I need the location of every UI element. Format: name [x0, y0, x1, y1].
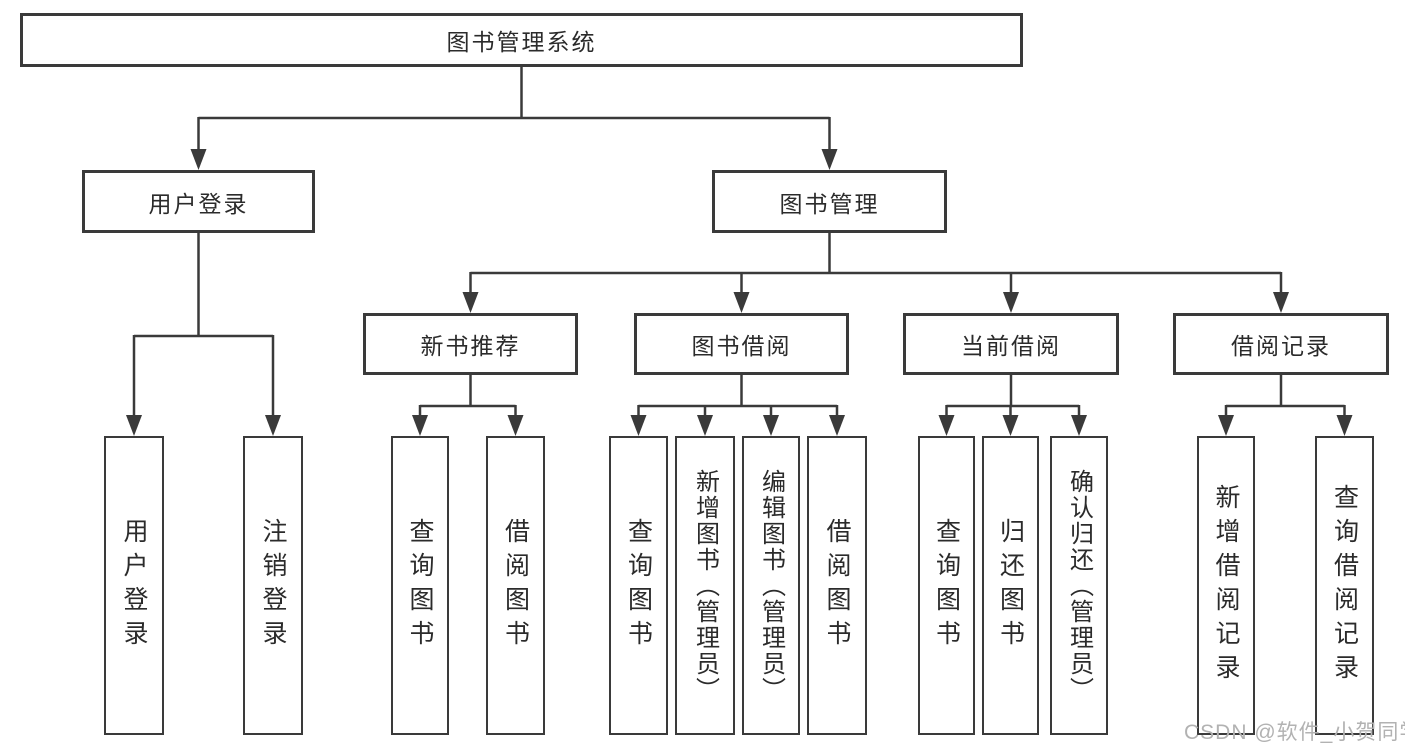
- leaf-logout-login-label: 注销登录: [259, 517, 287, 654]
- node-user-login: 用户登录: [82, 170, 315, 233]
- node-current-borrowing: 当前借阅: [903, 313, 1119, 375]
- node-book-borrowing-label: 图书借阅: [691, 333, 792, 359]
- leaf-edit-books-admin: 编辑图书（管理员）: [742, 436, 800, 735]
- leaf-add-borrow-record: 新增借阅记录: [1197, 436, 1255, 735]
- node-user-login-label: 用户登录: [148, 190, 249, 217]
- leaf-query-books-recommend: 查询图书: [391, 436, 449, 735]
- leaf-user-login-label: 用户登录: [120, 517, 148, 654]
- leaf-return-books-label: 归还图书: [996, 517, 1025, 654]
- leaf-query-books-recommend-label: 查询图书: [406, 517, 434, 654]
- node-new-book-recommend: 新书推荐: [363, 313, 578, 375]
- leaf-add-borrow-record-label: 新增借阅记录: [1212, 483, 1240, 688]
- leaf-add-books-admin: 新增图书（管理员）: [675, 436, 735, 735]
- leaf-query-books-borrowing-label: 查询图书: [624, 517, 653, 654]
- node-borrow-records-label: 借阅记录: [1231, 333, 1331, 359]
- node-library-management-system: 图书管理系统: [20, 13, 1023, 67]
- node-library-management-system-label: 图书管理系统: [446, 29, 597, 55]
- leaf-borrow-books-label: 借阅图书: [823, 517, 851, 654]
- node-new-book-recommend-label: 新书推荐: [420, 333, 521, 359]
- node-book-borrowing: 图书借阅: [634, 313, 849, 375]
- node-borrow-records: 借阅记录: [1173, 313, 1389, 375]
- node-book-management: 图书管理: [712, 170, 947, 233]
- leaf-confirm-return-admin-label: 确认归还（管理员）: [1065, 468, 1093, 703]
- leaf-query-books-borrowing: 查询图书: [609, 436, 668, 735]
- leaf-query-borrow-record: 查询借阅记录: [1315, 436, 1374, 735]
- leaf-borrow-books: 借阅图书: [807, 436, 867, 735]
- leaf-query-books-current: 查询图书: [918, 436, 975, 735]
- leaf-borrow-books-recommend-label: 借阅图书: [501, 517, 530, 654]
- leaf-edit-books-admin-label: 编辑图书（管理员）: [757, 468, 785, 703]
- leaf-borrow-books-recommend: 借阅图书: [486, 436, 545, 735]
- leaf-query-borrow-record-label: 查询借阅记录: [1330, 483, 1359, 688]
- node-book-management-label: 图书管理: [779, 190, 880, 217]
- leaf-add-books-admin-label: 新增图书（管理员）: [691, 468, 719, 703]
- leaf-user-login: 用户登录: [104, 436, 164, 735]
- csdn-watermark: CSDN @软件_小贺同学: [1184, 721, 1405, 744]
- leaf-query-books-current-label: 查询图书: [932, 517, 961, 654]
- arrowheads: [126, 149, 1353, 436]
- leaf-return-books: 归还图书: [982, 436, 1039, 735]
- leaf-confirm-return-admin: 确认归还（管理员）: [1050, 436, 1108, 735]
- node-current-borrowing-label: 当前借阅: [961, 333, 1061, 359]
- leaf-logout-login: 注销登录: [243, 436, 303, 735]
